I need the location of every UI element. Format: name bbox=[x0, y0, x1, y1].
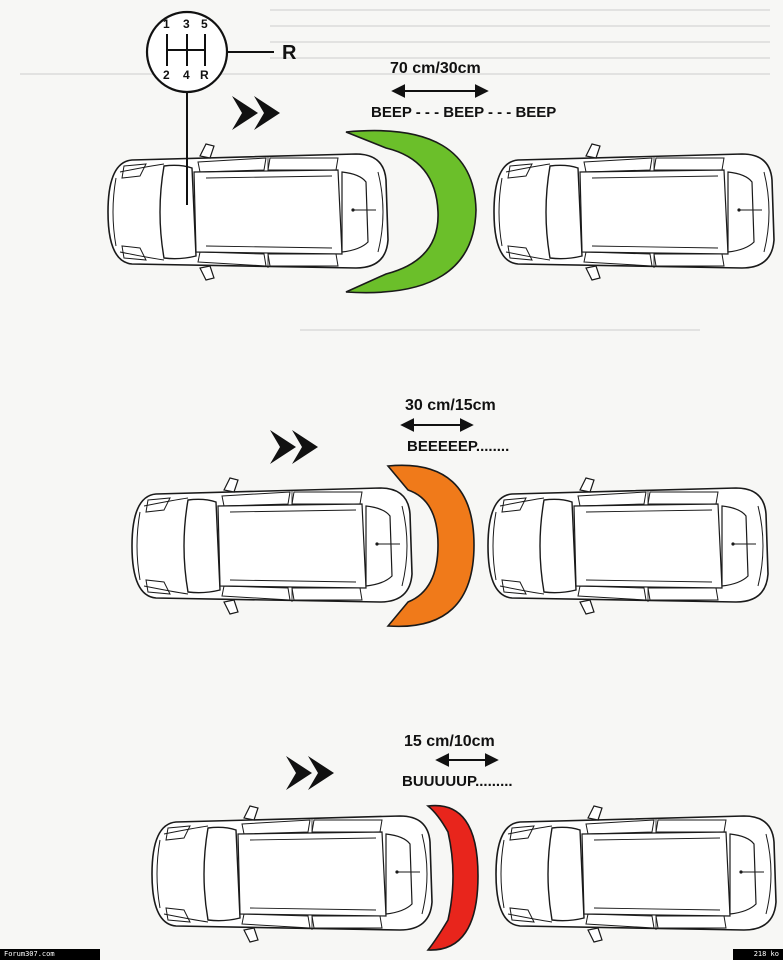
reversing-car bbox=[151, 805, 433, 943]
gear-label-1: 1 bbox=[163, 17, 170, 31]
reversing-car bbox=[107, 143, 389, 281]
scene-2 bbox=[131, 418, 769, 628]
gear-label-r: R bbox=[200, 68, 209, 82]
parked-car bbox=[493, 143, 775, 281]
direction-chevrons-icon bbox=[270, 430, 318, 464]
direction-chevrons-icon bbox=[232, 96, 280, 130]
parked-car bbox=[487, 477, 769, 615]
sound-label: BUUUUUP......... bbox=[402, 773, 513, 790]
reversing-car bbox=[131, 477, 413, 615]
detection-zone-orange bbox=[386, 464, 475, 628]
gear-label-5: 5 bbox=[201, 17, 208, 31]
distance-label: 15 cm/10cm bbox=[404, 733, 495, 750]
footer-size-label: 218 ko bbox=[733, 949, 783, 960]
sound-label: BEEEEEP........ bbox=[407, 438, 510, 455]
gear-label-3: 3 bbox=[183, 17, 190, 31]
direction-chevrons-icon bbox=[286, 756, 334, 790]
gear-shifter-icon bbox=[145, 10, 274, 205]
distance-label: 70 cm/30cm bbox=[390, 60, 481, 77]
detection-zone-green bbox=[345, 129, 477, 294]
detection-zone-red bbox=[426, 804, 479, 951]
distance-label: 30 cm/15cm bbox=[405, 397, 496, 414]
scene-1 bbox=[107, 84, 775, 294]
gear-label-2: 2 bbox=[163, 68, 170, 82]
scene-3 bbox=[151, 753, 777, 951]
reverse-callout-label: R bbox=[282, 42, 297, 64]
footer-site-label: Forum307.com bbox=[0, 949, 100, 960]
sound-label: BEEP - - - BEEP - - - BEEP bbox=[371, 104, 557, 121]
parked-car bbox=[495, 805, 777, 943]
gear-label-4: 4 bbox=[183, 68, 190, 82]
